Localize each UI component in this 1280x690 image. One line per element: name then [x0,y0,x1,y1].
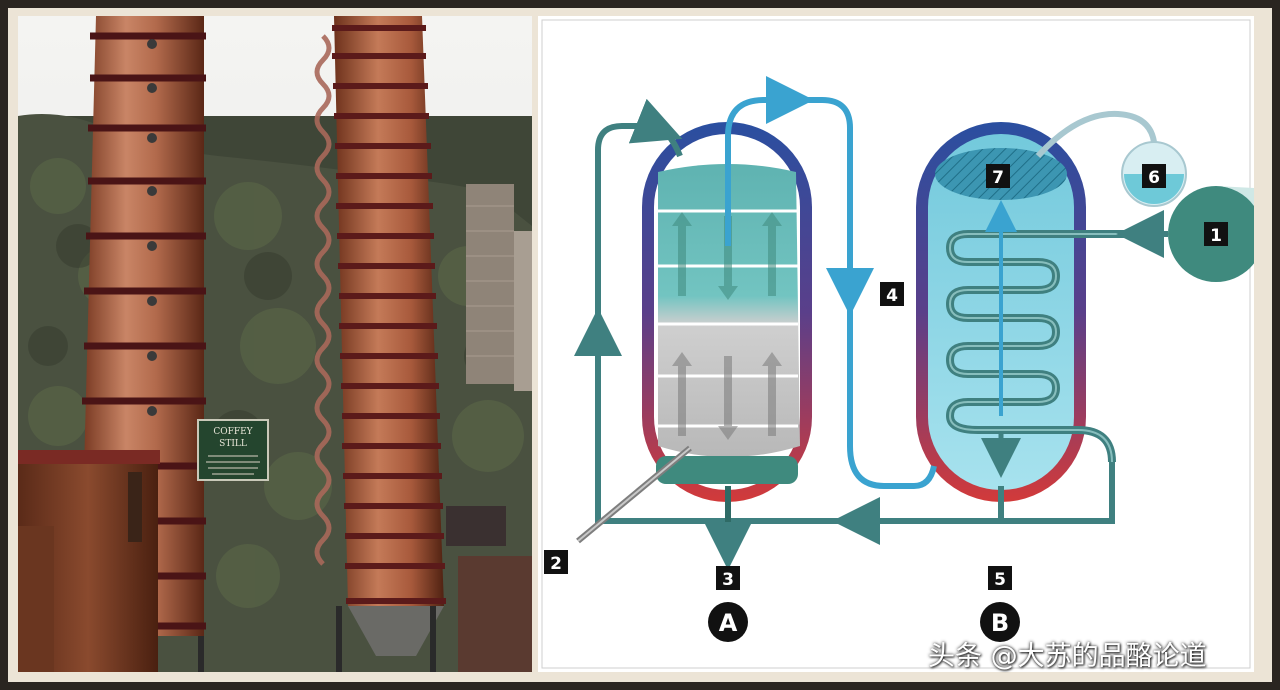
label-b: B [980,602,1020,642]
column-a [642,122,812,502]
svg-text:6: 6 [1148,168,1160,188]
svg-text:4: 4 [886,286,898,306]
label-3: 3 [716,566,740,590]
svg-text:B: B [991,609,1009,637]
vapour-pipe [725,97,937,489]
svg-text:2: 2 [550,554,562,574]
coffey-still-photo: COFFEY STILL [18,16,532,672]
coffey-still-diagram: 1 2 3 4 5 6 7 A B [538,16,1264,672]
label-2: 2 [544,550,568,574]
watermark-text: 头条 @大苏的品酪论道 [928,641,1207,672]
diagram-svg: 1 2 3 4 5 6 7 A B [541,19,1264,669]
column-b [916,122,1148,502]
label-1: 1 [1204,222,1228,246]
label-7: 7 [986,164,1010,188]
label-6: 6 [1142,164,1166,188]
svg-text:1: 1 [1210,226,1222,246]
label-a: A [708,602,748,642]
label-5: 5 [988,566,1012,590]
svg-text:3: 3 [722,570,734,590]
svg-text:7: 7 [992,168,1004,188]
label-4: 4 [880,282,904,306]
svg-text:A: A [719,609,738,637]
sign-line-1: COFFEY [213,427,253,437]
svg-text:5: 5 [994,570,1006,590]
sign-line-2: STILL [219,439,247,449]
left-column [82,16,206,672]
coffey-still-sign: COFFEY STILL [197,419,269,481]
right-column [314,16,446,672]
photo-illustration: COFFEY STILL [18,16,532,672]
